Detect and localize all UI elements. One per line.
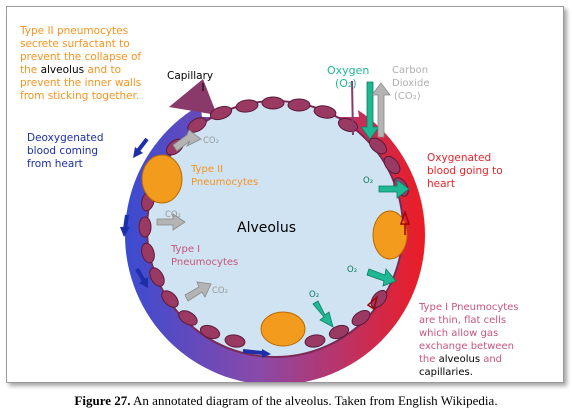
svg-text:are thin, flat cells: are thin, flat cells xyxy=(419,315,506,326)
svg-text:Deoxygenated: Deoxygenated xyxy=(27,132,104,144)
svg-text:Dioxide: Dioxide xyxy=(392,78,430,89)
figure-number: Figure 27. xyxy=(74,393,131,408)
svg-text:exchange between: exchange between xyxy=(419,341,514,352)
diagram-frame: Type II pneumocytes secrete surfactant t… xyxy=(6,6,564,383)
type1-cell-label: Type I Pneumocytes xyxy=(170,244,238,268)
top-exchange-arrows xyxy=(351,80,391,140)
blood-flow-arrows xyxy=(120,137,411,358)
co2-labels: CO₂ CO₂ CO₂ xyxy=(165,136,228,296)
svg-text:CO₂: CO₂ xyxy=(212,286,228,296)
type2-note-line3: prevent the collapse of xyxy=(20,51,141,63)
type2-cells xyxy=(141,154,408,347)
svg-text:Carbon: Carbon xyxy=(392,65,428,76)
svg-text:O₂: O₂ xyxy=(363,176,373,186)
svg-text:Pneumocytes: Pneumocytes xyxy=(171,257,238,268)
svg-text:Pneumocytes: Pneumocytes xyxy=(191,177,258,188)
type1-note: Type I Pneumocytes are thin, flat cells … xyxy=(418,302,519,378)
type2-note-line2: secrete surfactant to xyxy=(20,38,130,50)
svg-text:O₂: O₂ xyxy=(347,265,357,275)
oxygenated-note: Oxygenated blood going to heart xyxy=(427,152,503,190)
svg-text:CO₂: CO₂ xyxy=(203,136,219,146)
svg-text:(CO₂): (CO₂) xyxy=(394,91,421,102)
co2-arrows xyxy=(156,129,212,302)
svg-text:CO₂: CO₂ xyxy=(165,210,181,220)
oxygen-formula: (O₂) xyxy=(335,77,357,90)
svg-text:the alveolus and: the alveolus and xyxy=(419,354,502,365)
type2-note: Type II pneumocytes secrete surfactant t… xyxy=(19,25,141,102)
svg-text:Type I: Type I xyxy=(170,244,200,255)
type2-note-line5: prevent the inner walls xyxy=(20,77,141,89)
alveolus-label: Alveolus xyxy=(237,220,296,236)
svg-text:blood going to: blood going to xyxy=(427,165,503,177)
type2-note-line1: Type II pneumocytes xyxy=(19,25,128,37)
type2-note-line6: from sticking together. xyxy=(20,90,139,102)
capillary-wall-left xyxy=(169,79,217,115)
deoxygenated-note: Deoxygenated blood coming from heart xyxy=(27,132,104,170)
svg-text:capillaries.: capillaries. xyxy=(419,367,473,378)
svg-text:from heart: from heart xyxy=(27,158,83,170)
oxygen-label: Oxygen xyxy=(327,64,369,77)
alveolus-diagram: Type II pneumocytes secrete surfactant t… xyxy=(19,25,519,382)
svg-text:which allow gas: which allow gas xyxy=(419,328,498,339)
capillary-label: Capillary xyxy=(167,70,213,82)
svg-text:heart: heart xyxy=(427,178,455,190)
svg-text:Type I Pneumocytes: Type I Pneumocytes xyxy=(418,302,519,313)
svg-text:Type II: Type II xyxy=(190,164,223,175)
type2-cell-label: Type II Pneumocytes xyxy=(190,164,258,188)
type2-note-line4: the alveolus and to xyxy=(20,64,121,76)
caption-text: An annotated diagram of the alveolus. Ta… xyxy=(130,393,498,408)
svg-text:blood coming: blood coming xyxy=(27,145,98,157)
o2-labels: O₂ O₂ O₂ xyxy=(309,176,373,300)
svg-text:O₂: O₂ xyxy=(309,290,319,300)
figure-caption: Figure 27. An annotated diagram of the a… xyxy=(0,393,572,409)
o2-arrows xyxy=(312,179,410,328)
carbon-dioxide-label: Carbon Dioxide (CO₂) xyxy=(392,65,430,102)
svg-text:Oxygenated: Oxygenated xyxy=(427,152,491,164)
